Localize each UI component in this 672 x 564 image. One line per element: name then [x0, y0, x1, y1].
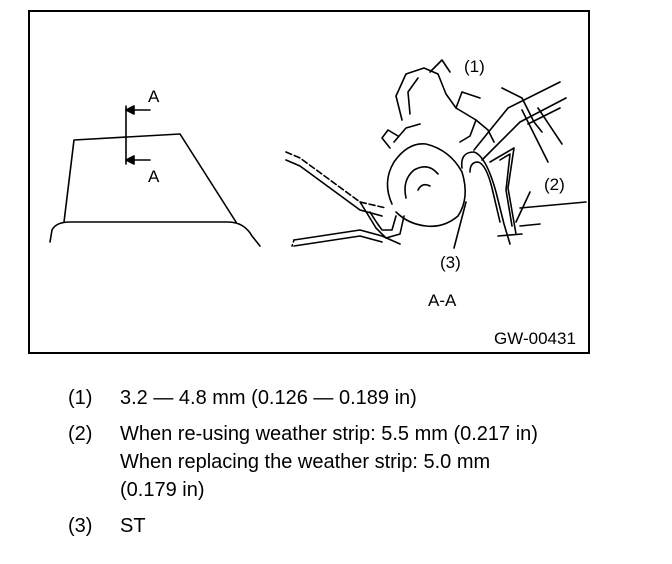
callout-1-label: (1): [464, 57, 485, 76]
section-a-a-view: [285, 59, 587, 249]
legend-text: 3.2 — 4.8 mm (0.126 — 0.189 in): [120, 384, 668, 412]
legend-text: When re-using weather strip: 5.5 mm (0.2…: [120, 420, 668, 504]
diagram-frame: A A (1) (2) (3) A-A GW-00431: [28, 10, 590, 354]
legend-item: (1) 3.2 — 4.8 mm (0.126 — 0.189 in): [68, 384, 668, 412]
section-marker-bottom: A: [148, 167, 160, 186]
legend-item: (3) ST: [68, 512, 668, 540]
legend-number: (1): [68, 387, 93, 409]
legend-text: ST: [120, 512, 668, 540]
section-marker-top: A: [148, 87, 160, 106]
legend-line: When replacing the weather strip: 5.0 mm: [120, 451, 491, 473]
legend-number: (3): [68, 515, 93, 537]
legend-number: (2): [68, 423, 93, 445]
legend-line: When re-using weather strip: 5.5 mm (0.2…: [120, 423, 538, 445]
legend-line: ST: [120, 515, 146, 537]
diagram-drawing: [49, 59, 587, 249]
callout-3-label: (3): [440, 253, 461, 272]
section-caption: A-A: [428, 291, 457, 310]
legend-item: (2) When re-using weather strip: 5.5 mm …: [68, 420, 668, 504]
legend-line: (0.179 in): [120, 479, 205, 501]
vehicle-side-view: [49, 133, 261, 247]
legend-line: 3.2 — 4.8 mm (0.126 — 0.189 in): [120, 387, 417, 409]
callout-2-label: (2): [544, 175, 565, 194]
figure-code: GW-00431: [494, 329, 576, 348]
section-cut-marks: [125, 105, 151, 165]
legend: (1) 3.2 — 4.8 mm (0.126 — 0.189 in) (2) …: [68, 384, 668, 548]
